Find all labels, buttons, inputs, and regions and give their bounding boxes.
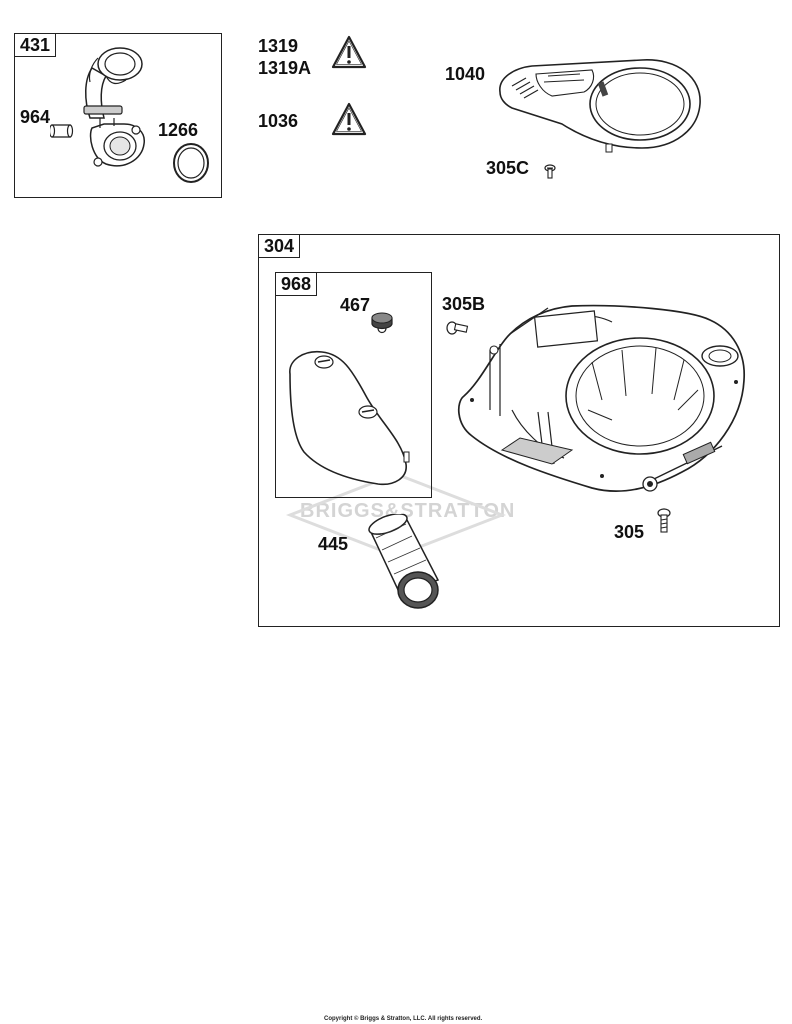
group-304-tag: 304 <box>259 235 301 258</box>
blower-housing-304-drawing <box>457 304 745 492</box>
part-label-467: 467 <box>340 295 371 315</box>
group-968-box: 968 <box>275 272 432 498</box>
part-label-964: 964 <box>20 107 51 127</box>
group-304-box: 304 <box>258 234 780 627</box>
part-label-305c: 305C <box>486 158 530 178</box>
part-label-445: 445 <box>318 534 349 554</box>
group-431-box: 431 <box>14 33 222 198</box>
part-label-1319: 1319 <box>258 36 299 56</box>
intake-elbow-drawing <box>83 47 145 167</box>
air-cleaner-cover-968-drawing <box>289 350 410 486</box>
part-label-1036: 1036 <box>258 111 299 131</box>
warning-triangle-icon <box>331 35 367 69</box>
part-label-1319a: 1319A <box>258 58 312 78</box>
screw-305-drawing <box>657 508 671 533</box>
group-968-tag: 968 <box>276 273 318 296</box>
group-431-tag: 431 <box>15 34 57 57</box>
air-filter-445-drawing <box>368 514 440 609</box>
part-label-305: 305 <box>614 522 645 542</box>
copyright-footer: Copyright © Briggs & Stratton, LLC. All … <box>324 1016 483 1022</box>
brand-watermark: BRIGGS&STRATTON <box>300 500 516 522</box>
part-label-1040: 1040 <box>445 64 486 84</box>
part-label-1266: 1266 <box>158 120 199 140</box>
sleeve-964-drawing <box>50 124 74 138</box>
o-ring-1266-drawing <box>173 143 209 183</box>
cover-1040-drawing <box>499 59 701 153</box>
part-label-305b: 305B <box>442 294 486 314</box>
screw-305c-drawing <box>544 164 556 179</box>
warning-triangle-icon <box>331 102 367 136</box>
screw-305b-drawing <box>446 321 469 335</box>
knob-467-drawing <box>371 312 393 334</box>
